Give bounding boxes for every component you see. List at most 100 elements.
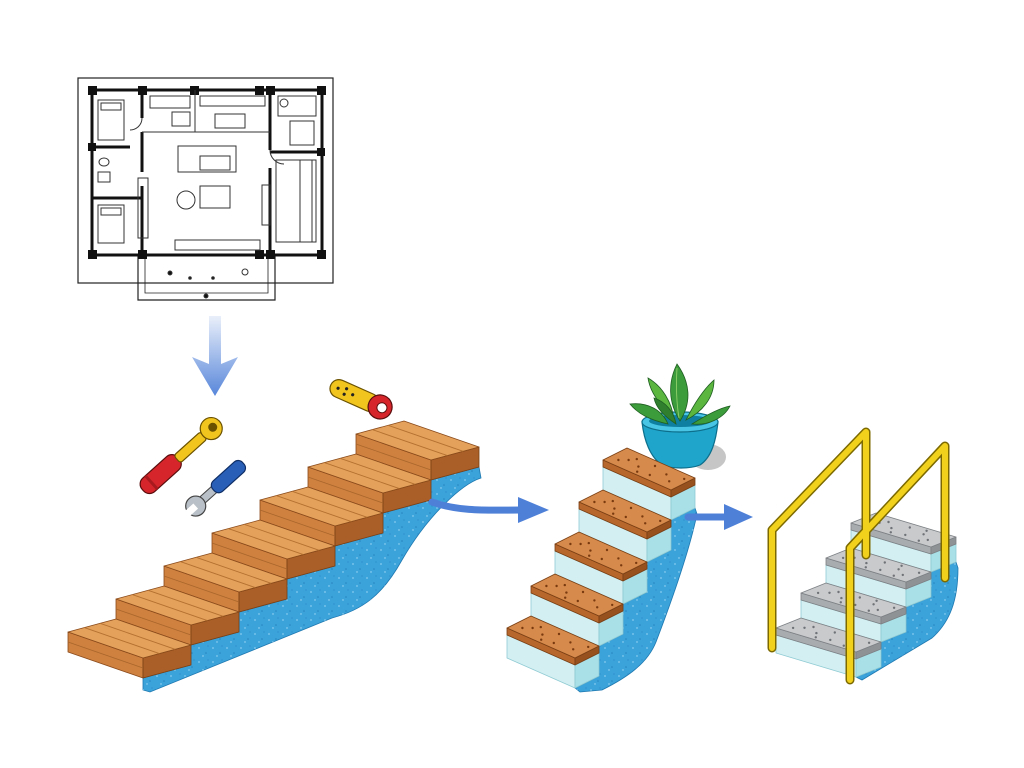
multi-tool-hole xyxy=(376,402,388,414)
tread-dot xyxy=(867,609,870,612)
tread-dot xyxy=(641,515,644,518)
tread-dot xyxy=(897,568,900,571)
column xyxy=(138,86,147,95)
tread-dot xyxy=(576,599,579,603)
tread-dot xyxy=(842,644,845,647)
wooden-staircase-step xyxy=(307,453,432,514)
porch-inner-outline xyxy=(144,258,269,294)
tread-dot xyxy=(603,500,606,504)
tread-dot xyxy=(569,542,572,546)
tread-dot xyxy=(668,480,671,483)
tread-dot xyxy=(636,470,639,473)
tread-dot xyxy=(588,554,591,557)
tread-dot xyxy=(555,584,558,588)
leaf xyxy=(653,397,677,425)
tread-dot xyxy=(617,458,620,462)
tread-dot xyxy=(926,538,929,542)
step-tread xyxy=(307,453,432,494)
tread-dot xyxy=(865,561,868,565)
plank-seam xyxy=(67,641,144,669)
tread-dot xyxy=(683,477,686,481)
plank-seam xyxy=(340,457,416,485)
sink xyxy=(97,171,111,183)
tread-dot xyxy=(596,606,599,609)
plank-seam xyxy=(211,542,288,570)
tiled-staircase-step xyxy=(554,531,648,605)
tread-dot xyxy=(581,590,585,594)
wooden-staircase xyxy=(67,420,482,693)
plank-seam xyxy=(292,490,368,518)
porch-markers xyxy=(167,268,249,299)
leaf xyxy=(690,405,731,425)
column xyxy=(317,86,326,95)
concrete-staircase-step xyxy=(775,617,882,678)
floor-plan-fixtures xyxy=(97,90,317,251)
deck xyxy=(275,159,317,243)
counter xyxy=(199,95,266,107)
tread-dot xyxy=(917,571,921,574)
kitchen-counter xyxy=(149,95,191,109)
plank-seam xyxy=(324,462,400,490)
porch-dot xyxy=(188,276,192,280)
tread-dot xyxy=(579,542,582,546)
door-swing xyxy=(129,117,143,131)
plank-seam xyxy=(180,561,256,589)
tread-dot xyxy=(593,500,596,504)
table xyxy=(214,113,246,129)
column xyxy=(317,148,325,156)
plank-seam xyxy=(244,523,320,551)
multi-tool-dot xyxy=(345,387,349,391)
step-tread xyxy=(775,617,882,653)
multi-tool-dot xyxy=(342,392,346,396)
wooden-staircase-foundation-texture xyxy=(143,467,481,692)
leaf xyxy=(685,379,715,421)
multi-tool-dot xyxy=(351,393,355,397)
pillow xyxy=(100,207,122,216)
tread-dot xyxy=(815,631,818,635)
tread-dot xyxy=(545,584,548,588)
tread-dot xyxy=(539,625,542,629)
tiled-staircase-step xyxy=(578,489,672,563)
column xyxy=(317,250,326,259)
tread-dot xyxy=(552,641,555,645)
door-swing xyxy=(269,149,285,165)
step-tread xyxy=(211,519,336,560)
tread-dot xyxy=(629,506,633,510)
kitchen-island xyxy=(171,111,191,127)
floor-plan-frame xyxy=(77,77,334,284)
tread-dot xyxy=(589,549,592,552)
column xyxy=(88,143,96,151)
tread-dot xyxy=(521,626,524,630)
round-rug xyxy=(176,190,196,210)
arrow-shaft xyxy=(428,498,526,514)
tread-dot xyxy=(617,557,620,560)
tiled-staircase-step xyxy=(506,615,600,689)
tread-dot xyxy=(876,608,879,612)
tread-dot xyxy=(627,458,630,462)
tread-dot xyxy=(613,507,616,510)
tread-dot xyxy=(890,526,893,530)
tread-dot xyxy=(812,625,815,629)
bed xyxy=(97,99,125,141)
step-tread xyxy=(530,573,624,617)
tread-dot xyxy=(879,568,882,572)
plank-seam xyxy=(259,509,336,537)
tread-dot xyxy=(587,645,590,649)
step-tread xyxy=(554,531,648,575)
wrench-handle xyxy=(210,459,247,494)
tread-dot xyxy=(892,606,896,609)
cushion xyxy=(199,155,231,171)
wooden-staircase-step xyxy=(355,420,480,481)
tread-dot xyxy=(572,648,575,651)
tread-dot xyxy=(611,603,614,607)
tiled-staircase-foundation-texture xyxy=(575,508,697,692)
tread-dot xyxy=(587,541,590,545)
tread-dot xyxy=(854,603,857,607)
tread-dot xyxy=(648,473,651,477)
kitchen-counter-line xyxy=(142,90,270,133)
tread-dot xyxy=(839,601,842,604)
tread-dot xyxy=(889,531,892,534)
plant-leaves xyxy=(629,363,731,425)
leaf-vein xyxy=(675,367,680,419)
handrail-icon xyxy=(767,427,950,685)
